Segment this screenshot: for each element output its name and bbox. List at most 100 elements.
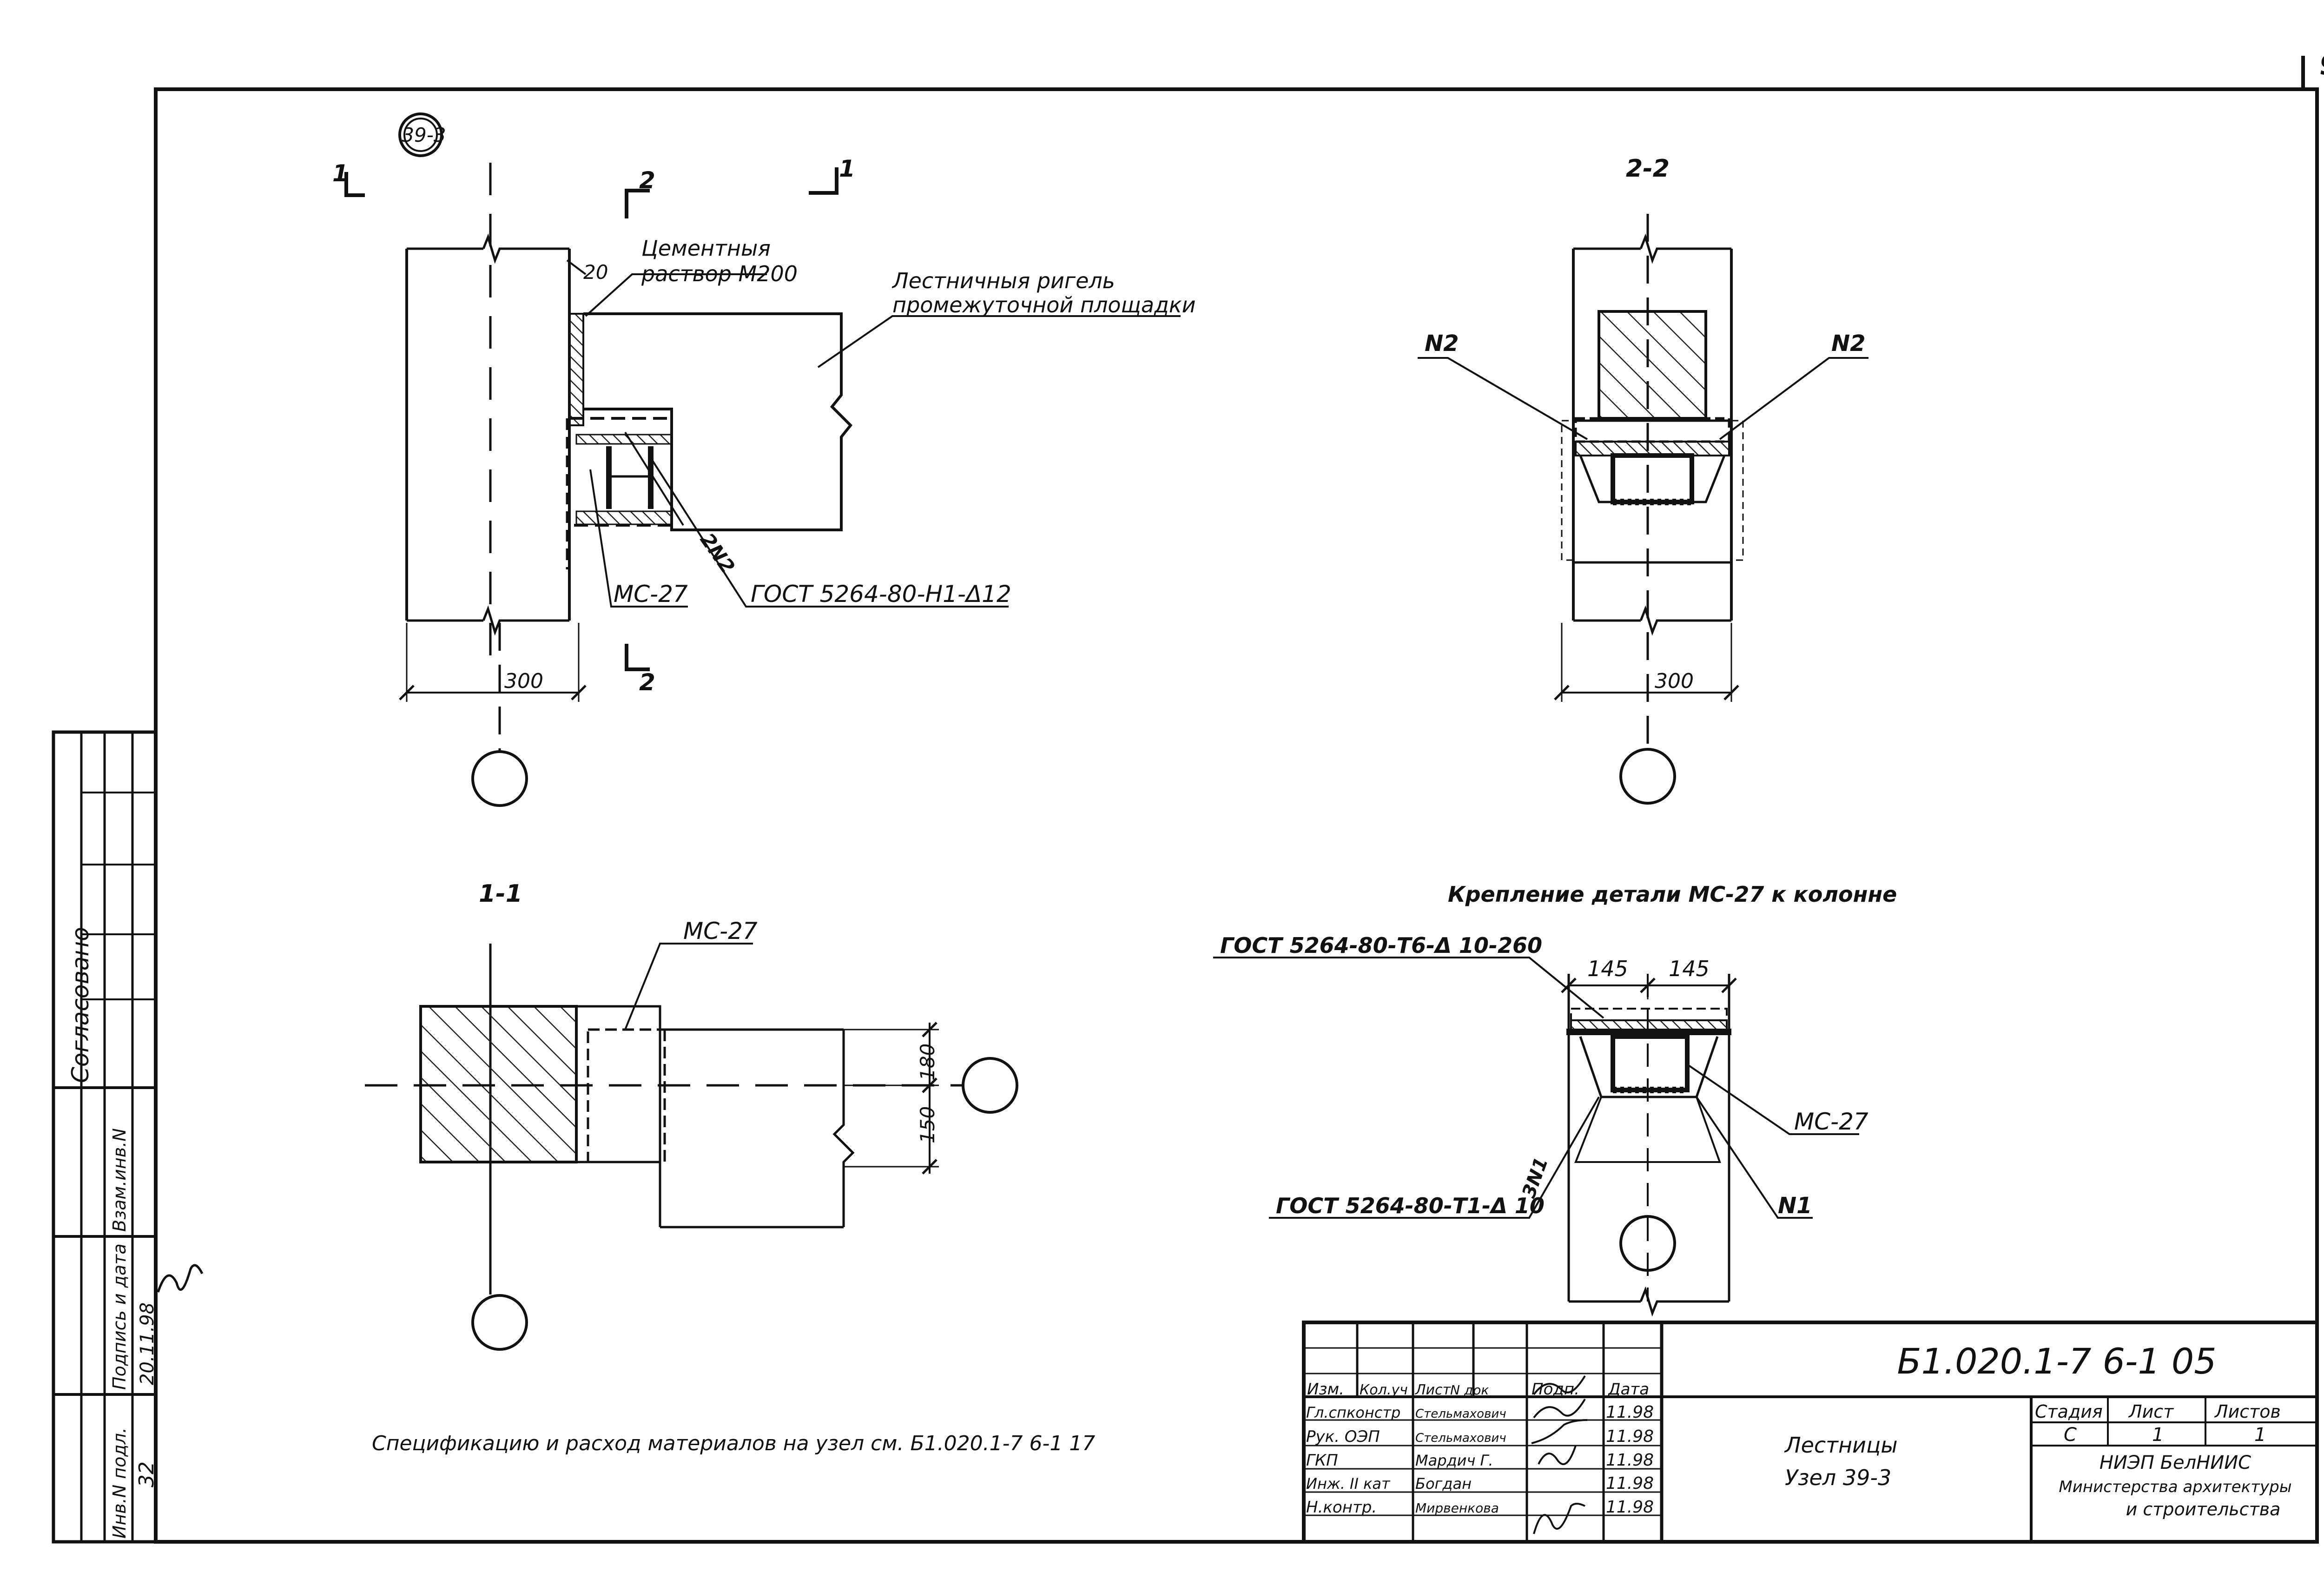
row1-date: 11.98 <box>1606 1403 1654 1422</box>
doc-code: Б1.020.1-7 6-1 05 <box>1897 1341 2216 1382</box>
section-mark-1-left <box>344 172 365 197</box>
leader-mortar <box>585 273 767 317</box>
leader-mc27-1-1 <box>624 943 753 1030</box>
object-name-line2: Узел 39-3 <box>1785 1465 1891 1490</box>
hdr-kolvo: Кол.уч <box>1360 1382 1408 1398</box>
row2-date: 11.98 <box>1606 1427 1654 1446</box>
row5-date: 11.98 <box>1606 1498 1654 1517</box>
plan-2n2-label: 2N2 <box>696 529 739 578</box>
section-2-2-n2-right: N2 <box>1831 330 1866 357</box>
section-2-2-n2-left: N2 <box>1425 330 1459 357</box>
sheet-value: 1 <box>2152 1424 2164 1446</box>
sheet-header: Лист <box>2128 1401 2174 1422</box>
stair-beam <box>583 312 853 531</box>
hdr-list: Лист <box>1415 1382 1452 1398</box>
section-1-right-label: 1 <box>839 155 855 182</box>
hdr-podp: Подп. <box>1532 1380 1579 1399</box>
column-break-top <box>482 233 569 264</box>
beam-section-hatched <box>1598 310 1707 420</box>
left-strip <box>52 730 158 1544</box>
plan-mc27-label: МС-27 <box>614 581 688 608</box>
stage-value: С <box>2064 1424 2077 1446</box>
fastening-view <box>1213 957 1859 1317</box>
plan-view <box>344 112 1181 807</box>
page-number: 9 <box>2319 49 2324 81</box>
row2-role: Рук. ОЭП <box>1306 1427 1380 1446</box>
leader-weld <box>650 457 1009 608</box>
section-2-bottom-label: 2 <box>639 669 655 696</box>
inv-number-value: 32 <box>135 1461 158 1487</box>
section-mark-2-bottom <box>625 644 650 671</box>
leader-n2-left <box>1418 357 1588 440</box>
section-1-1-dim-180: 180 <box>916 1044 939 1081</box>
mc27-part <box>568 417 673 527</box>
inv-number-label: Инв.N подл. <box>109 1427 130 1539</box>
hdr-data: Дата <box>1607 1380 1649 1399</box>
leader-mc27 <box>589 469 688 608</box>
fastening-n1: N1 <box>1778 1193 1812 1219</box>
signature-3 <box>1531 1419 1588 1444</box>
row3-date: 11.98 <box>1606 1451 1654 1470</box>
section-mark-2-top <box>625 189 650 218</box>
row1-name: Стельмахович <box>1415 1407 1506 1421</box>
signature-1 <box>1533 1375 1586 1395</box>
fastening-title: Крепление детали МС-27 к колонне <box>1448 882 1897 907</box>
hdr-ndok: N док <box>1450 1382 1489 1398</box>
leader-mc27-fastening <box>1686 1064 1859 1135</box>
fastening-dim-145-left: 145 <box>1587 956 1628 981</box>
mortar-label-line2: раствор М200 <box>641 261 798 286</box>
sign-date-label: Подпись и дата <box>109 1243 130 1390</box>
stage-header: Стадия <box>2035 1401 2103 1422</box>
row4-name: Богдан <box>1415 1475 1472 1493</box>
org-line3: и строительства <box>2126 1499 2281 1519</box>
fastening-mc27: МС-27 <box>1794 1108 1868 1135</box>
specification-note: Спецификацию и расход материалов на узел… <box>372 1432 1095 1455</box>
title-block-headers: Изм. Кол.уч Лист N док Подп. Дата <box>1307 1380 1649 1399</box>
strip-signature <box>157 1264 204 1293</box>
row3-name: Мардич Г. <box>1415 1452 1493 1469</box>
section-1-left-label: 1 <box>332 160 349 187</box>
leader-n2-right <box>1719 357 1868 440</box>
section-1-1-dim-150: 150 <box>916 1106 939 1143</box>
object-name-line1: Лестницы <box>1784 1433 1898 1458</box>
section-1-1-view <box>365 943 1018 1351</box>
node-mark-circle <box>398 112 443 157</box>
cement-mortar <box>568 313 584 426</box>
org-line2: Министерства архитектуры <box>2059 1478 2291 1496</box>
fastening-weld-t6: ГОСТ 5264-80-Т6-Δ 10-260 <box>1220 933 1542 958</box>
title-block-rows: Гл.спконстр Стельмахович 11.98 Рук. ОЭП … <box>1306 1403 1654 1517</box>
fastening-dim-145-right: 145 <box>1669 956 1710 981</box>
dim-20: 20 <box>583 261 608 284</box>
beam-label-line1: Лестничныя ригель <box>891 268 1115 293</box>
row1-role: Гл.спконстр <box>1306 1404 1400 1421</box>
leader-beam <box>817 315 1181 368</box>
axis-bubble-1-1-bottom <box>471 1294 528 1351</box>
axis-bubble-1-1-right <box>962 1057 1018 1114</box>
axis-bubble-plan <box>471 750 528 807</box>
leader-weld-t1 <box>1269 1097 1600 1219</box>
leader-n1 <box>1696 1096 1813 1219</box>
mortar-label-line1: Цементныя <box>641 236 771 261</box>
signature-2 <box>1533 1398 1586 1419</box>
plan-dim-300: 300 <box>504 669 543 693</box>
column-break-bottom <box>482 605 569 636</box>
section-1-1-title: 1-1 <box>479 880 522 908</box>
axis-bubble-2-2 <box>1619 748 1676 805</box>
row4-role: Инж. II кат <box>1306 1475 1391 1493</box>
axis-bubble-fastening <box>1619 1215 1676 1272</box>
row5-role: Н.контр. <box>1306 1498 1377 1517</box>
row5-name: Мирвенкова <box>1415 1500 1499 1516</box>
section-2-2-view <box>1418 214 1868 805</box>
vzam-inv-label: Взам.инв.N <box>109 1128 130 1232</box>
section-mark-1-right <box>809 167 838 195</box>
leader-weld-t6 <box>1213 957 1604 1019</box>
signature-4 <box>1538 1445 1577 1465</box>
row2-name: Стельмахович <box>1415 1431 1506 1445</box>
section-2-top-label: 2 <box>639 167 655 194</box>
signature-5 <box>1533 1503 1585 1534</box>
beam-label-line2: промежуточной площадки <box>892 292 1196 317</box>
plan-weld-label: ГОСТ 5264-80-Н1-Δ12 <box>751 581 1011 608</box>
sheets-value: 1 <box>2254 1424 2266 1446</box>
sign-date-value: 20.11.98 <box>137 1302 158 1385</box>
node-mark-label: 39-3 <box>402 124 446 146</box>
